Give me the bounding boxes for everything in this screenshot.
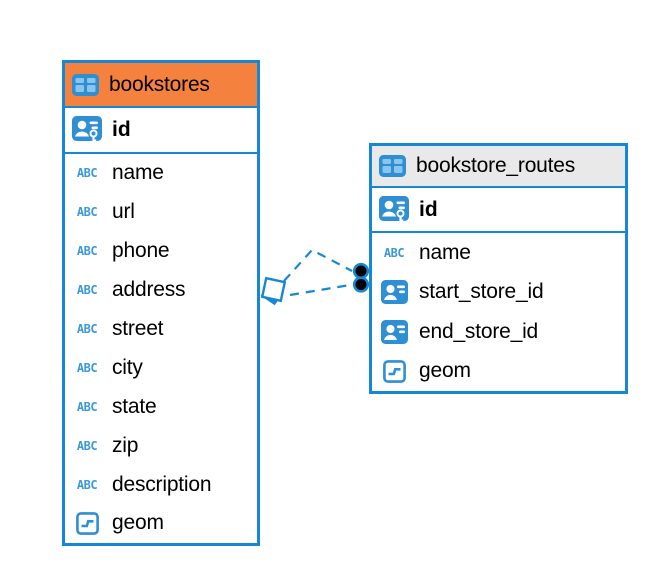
foreign-key-icon xyxy=(381,280,408,304)
relationship-line-upper[interactable] xyxy=(283,248,353,282)
text-type-icon: ABC xyxy=(76,205,98,220)
geometry-type-icon xyxy=(383,360,406,383)
table-title: bookstore_routes xyxy=(416,154,576,177)
primary-key-row[interactable]: id xyxy=(372,188,625,233)
column-name: zip xyxy=(112,433,139,457)
text-type-icon: ABC xyxy=(76,322,98,336)
column-name: url xyxy=(112,200,135,224)
column-name: phone xyxy=(112,239,170,263)
geometry-type-icon xyxy=(76,512,99,535)
text-type-icon: ABC xyxy=(383,245,405,260)
column-row[interactable]: ABC name xyxy=(372,233,625,273)
column-list: ABC name start_store_id end_store_id geo… xyxy=(372,233,625,391)
primary-key-icon xyxy=(379,196,409,224)
text-type-icon: ABC xyxy=(76,244,98,259)
column-row[interactable]: ABC description xyxy=(65,465,257,504)
table-title: bookstores xyxy=(109,72,210,96)
column-row[interactable]: ABC city xyxy=(65,348,257,387)
text-type-icon: ABC xyxy=(76,360,98,375)
table-bookstore-routes[interactable]: bookstore_routes id ABC name start_store… xyxy=(369,143,628,394)
foreign-key-icon xyxy=(381,320,408,344)
text-type-icon: ABC xyxy=(76,438,98,453)
column-name: description xyxy=(112,472,212,496)
column-row[interactable]: ABC name xyxy=(65,154,257,193)
relationship-diamond-marker[interactable] xyxy=(260,276,287,306)
column-name: name xyxy=(112,161,164,185)
table-bookstores[interactable]: bookstores id ABC name ABC url ABC p xyxy=(62,60,260,546)
relationship-line-lower[interactable] xyxy=(289,283,351,297)
relationship-endpoint-dot-upper[interactable] xyxy=(352,262,370,280)
table-header[interactable]: bookstore_routes xyxy=(372,146,625,188)
column-row[interactable]: geom xyxy=(372,352,625,392)
table-header[interactable]: bookstores xyxy=(65,63,257,108)
primary-key-label: id xyxy=(419,197,438,221)
column-name: end_store_id xyxy=(419,319,539,343)
column-row[interactable]: ABC address xyxy=(65,271,257,310)
column-list: ABC name ABC url ABC phone ABC address xyxy=(65,154,257,543)
column-row[interactable]: ABC zip xyxy=(65,426,257,465)
column-name: state xyxy=(112,394,157,418)
text-type-icon: ABC xyxy=(76,399,98,414)
column-name: street xyxy=(112,317,164,340)
table-icon xyxy=(379,155,406,177)
column-row[interactable]: ABC street xyxy=(65,310,257,349)
column-row[interactable]: end_store_id xyxy=(372,312,625,352)
column-row[interactable]: ABC phone xyxy=(65,232,257,271)
primary-key-row[interactable]: id xyxy=(65,108,257,154)
column-name: address xyxy=(112,278,186,302)
column-name: start_store_id xyxy=(419,280,544,304)
column-row[interactable]: ABC url xyxy=(65,193,257,232)
column-name: geom xyxy=(112,511,164,535)
relationship-endpoint-dot-lower[interactable] xyxy=(352,276,370,293)
text-type-icon: ABC xyxy=(76,166,98,181)
text-type-icon: ABC xyxy=(76,283,98,298)
primary-key-label: id xyxy=(112,118,131,141)
column-row[interactable]: start_store_id xyxy=(372,273,625,313)
primary-key-icon xyxy=(72,116,102,144)
column-row[interactable]: ABC state xyxy=(65,387,257,426)
column-row[interactable]: geom xyxy=(65,504,257,543)
column-name: name xyxy=(419,240,471,264)
table-icon xyxy=(72,74,99,96)
text-type-icon: ABC xyxy=(76,477,98,492)
column-name: city xyxy=(112,355,143,379)
column-name: geom xyxy=(419,359,471,383)
